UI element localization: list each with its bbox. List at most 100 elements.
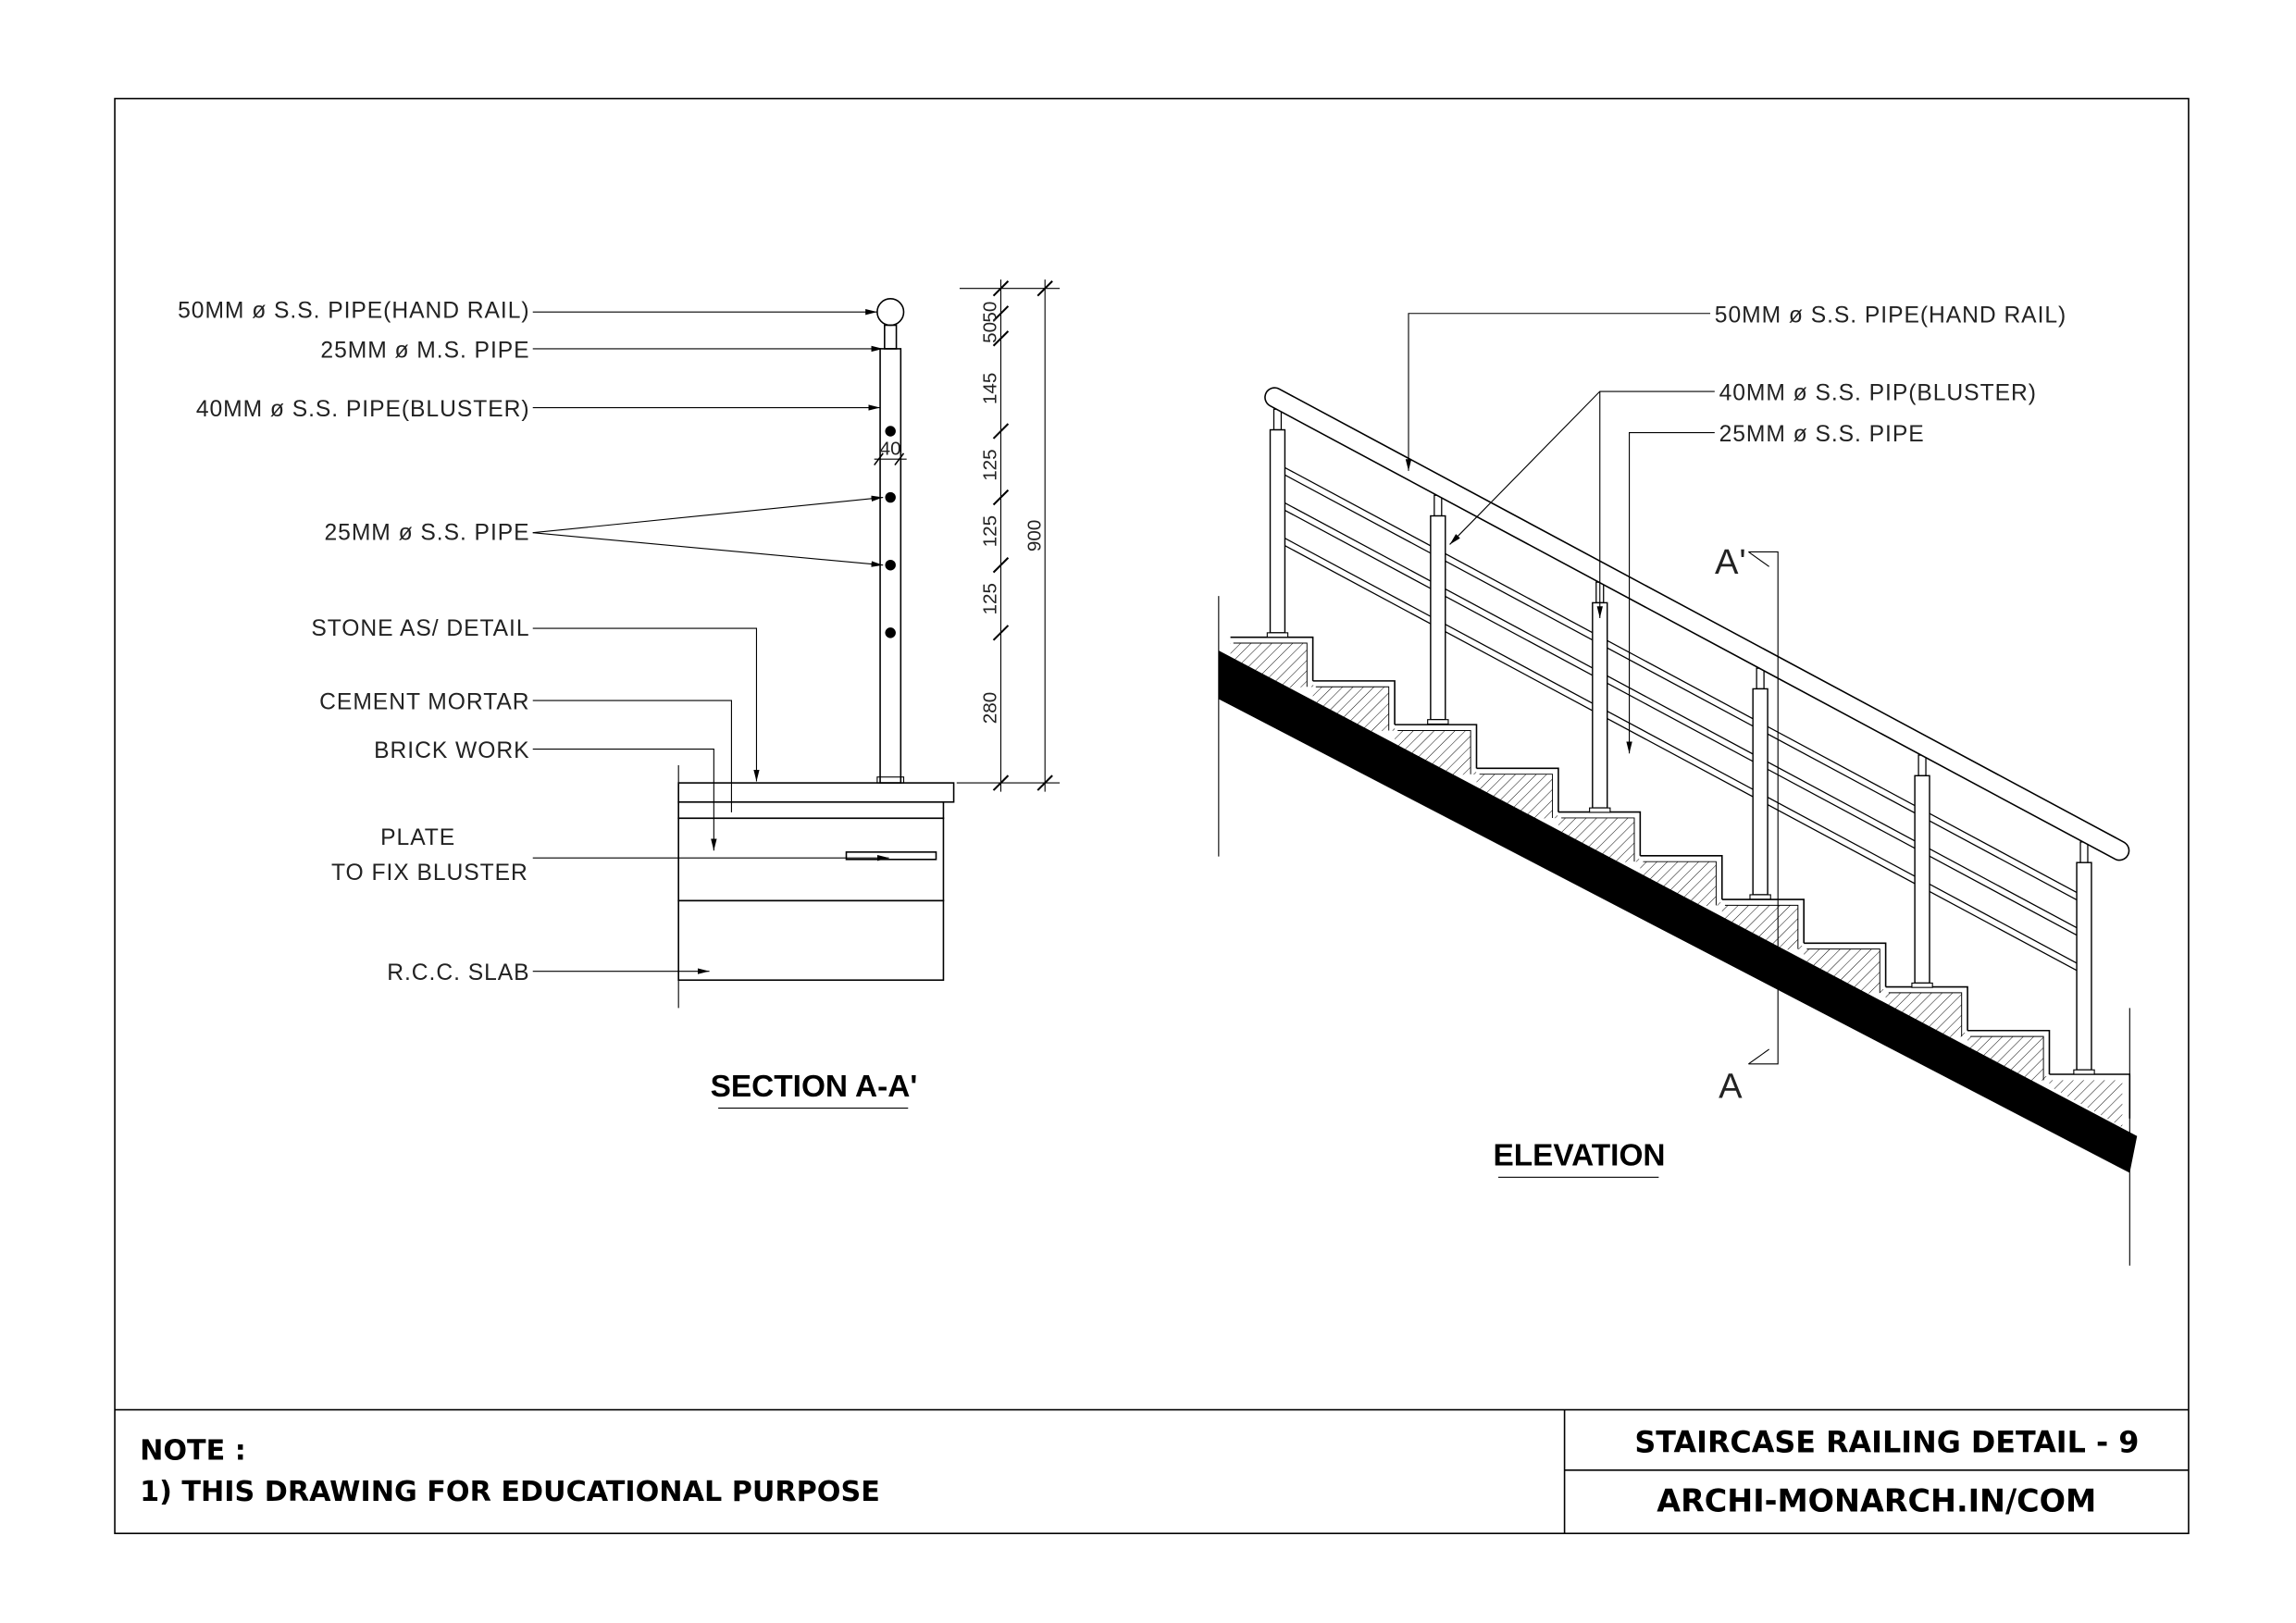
label-mortar: CEMENT MORTAR <box>319 690 529 715</box>
step-finish <box>1724 904 1799 949</box>
bluster-post <box>1430 514 1446 721</box>
mortar-layer <box>677 800 945 820</box>
dimension-chain: 50 50 145 125 125 125 280 900 <box>956 279 1061 792</box>
ss-pipe-rail <box>1283 502 2082 931</box>
stair-step <box>1721 898 1805 944</box>
label-plate-purpose: TO FIX BLUSTER <box>331 861 528 886</box>
ss-pipe-rail <box>1283 473 2082 903</box>
bluster-post <box>1269 428 1286 634</box>
step-hatch <box>1967 1036 2053 1084</box>
stair-step <box>1476 767 1559 812</box>
ss-pipe-rail <box>1283 509 2082 938</box>
ss-pipe-dot <box>885 559 896 571</box>
title-block: NOTE : 1) THIS DRAWING FOR EDUCATIONAL P… <box>115 1408 2189 1534</box>
stair-step <box>1640 855 1723 900</box>
section-leaders <box>532 308 889 974</box>
website: ARCHI-MONARCH.IN/COM <box>1657 1482 2096 1518</box>
step-finish <box>1397 729 1471 774</box>
label-ss-pipe: 25MM ø S.S. PIPE <box>325 521 530 546</box>
sheet-border <box>114 97 2190 1534</box>
bluster-post <box>1592 601 1608 809</box>
elev-label-handrail: 50MM ø S.S. PIPE(HAND RAIL) <box>1715 303 2066 328</box>
label-handrail: 50MM ø S.S. PIPE(HAND RAIL) <box>178 299 529 324</box>
step-hatch <box>1230 643 1316 690</box>
dim-280: 280 <box>980 692 1001 724</box>
label-plate: PLATE <box>380 825 455 850</box>
step-finish <box>1561 817 1635 862</box>
base-plate <box>1749 894 1771 900</box>
ss-pipe-dot <box>885 426 896 437</box>
step-hatch <box>1395 730 1480 777</box>
label-ms-pipe: 25MM ø M.S. PIPE <box>320 338 529 363</box>
bluster-posts <box>1266 408 2095 1075</box>
step-finish <box>1806 948 1880 993</box>
stair-step <box>1804 942 1887 987</box>
base-plate <box>1589 807 1611 813</box>
section-mark-top: A' <box>1715 542 1747 582</box>
dim-tick <box>1036 774 1053 791</box>
dim-tick <box>992 305 1010 322</box>
dim-tick <box>992 774 1010 791</box>
stair-step <box>1558 811 1642 856</box>
note-1: 1) THIS DRAWING FOR EDUCATIONAL PURPOSE <box>140 1476 880 1508</box>
bluster-post <box>1914 774 1930 985</box>
stair-waist-slab <box>1218 650 2138 1173</box>
step-hatch <box>1476 774 1562 821</box>
dim-125: 125 <box>980 449 1001 480</box>
base-plate <box>1266 632 1289 638</box>
ss-pipe-rail <box>1283 544 2082 973</box>
dim-tick <box>992 489 1010 506</box>
section-title: SECTION A-A' <box>711 1070 918 1104</box>
base-plate <box>1427 719 1449 725</box>
ss-pipe-dot <box>885 491 896 503</box>
step-hatch <box>1721 905 1807 952</box>
stair-steps <box>1230 636 2131 1128</box>
label-brick: BRICK WORK <box>374 738 529 763</box>
handrail-pipe <box>876 298 905 327</box>
stair-step <box>1230 636 1314 681</box>
step-finish <box>1970 1035 2044 1081</box>
base-plate <box>876 776 905 784</box>
drawing-title: STAIRCASE RAILING DETAIL - 9 <box>1634 1426 2139 1460</box>
dim-50: 50 <box>980 322 1001 343</box>
bluster-post <box>2076 861 2092 1071</box>
dim-125: 125 <box>980 583 1001 614</box>
step-hatch <box>2049 1080 2123 1128</box>
step-hatch <box>1312 687 1398 734</box>
dim-tick <box>992 557 1010 574</box>
dim-125: 125 <box>980 515 1001 547</box>
step-finish <box>1479 774 1554 818</box>
elev-label-ss-pipe: 25MM ø S.S. PIPE <box>1719 422 1925 447</box>
base-plate <box>1911 982 1933 988</box>
step-hatch <box>1558 817 1644 864</box>
dim-50-top: 50 <box>980 302 1001 323</box>
ss-pipe-rail <box>1283 537 2082 966</box>
dim-tick <box>992 330 1010 347</box>
ms-pipe-cap <box>2079 841 2089 863</box>
handrail <box>1265 388 2128 860</box>
section-mark-bottom: A <box>1719 1066 1743 1106</box>
ss-pipe-rail <box>1283 465 2082 896</box>
bluster-width-dim: 40 <box>880 438 901 459</box>
dim-145: 145 <box>980 373 1001 404</box>
step-finish <box>1315 686 1390 731</box>
ss-pipe-dot <box>885 627 896 638</box>
label-rcc: R.C.C. SLAB <box>387 960 529 985</box>
stone-layer <box>677 782 955 803</box>
step-finish <box>1643 861 1717 906</box>
stair-step <box>1312 680 1396 725</box>
base-plate <box>2073 1069 2095 1075</box>
ms-pipe-cap <box>1917 754 1927 776</box>
label-bluster: 40MM ø S.S. PIPE(BLUSTER) <box>196 397 530 422</box>
step-hatch <box>1804 948 1889 996</box>
step-finish <box>1233 642 1308 688</box>
fixing-plate <box>845 851 937 861</box>
rcc-slab <box>677 899 945 982</box>
section-a-a: 40 50 50 145 125 125 125 280 <box>178 279 1061 1109</box>
stair-step <box>1967 1029 2051 1074</box>
ms-pipe-cap <box>1272 408 1283 431</box>
dim-tick <box>1036 280 1053 297</box>
stair-step <box>1395 724 1478 769</box>
intermediate-rails <box>1283 465 2082 973</box>
